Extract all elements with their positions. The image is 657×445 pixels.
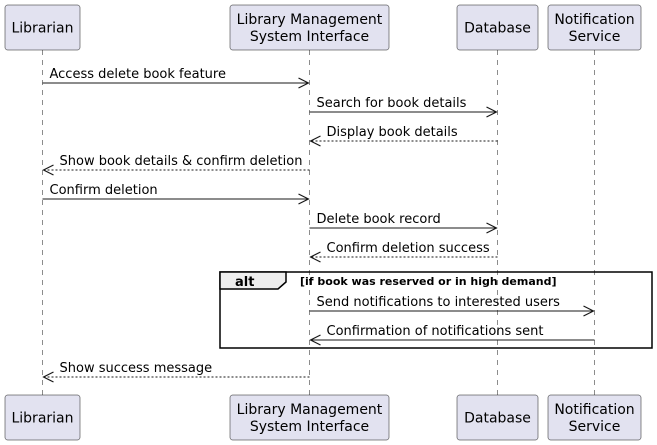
message-5: Confirm deletion	[42, 183, 309, 199]
participant-box	[4, 4, 81, 51]
message-8: Send notifications to interested users	[309, 295, 594, 311]
participant-label: Librarian	[11, 21, 73, 37]
alt-fragment-frame	[219, 271, 653, 349]
participant-top-database: Database	[456, 4, 539, 51]
message-10: Show success message	[44, 361, 310, 377]
message-label: Delete book record	[317, 212, 441, 227]
message-label: Confirm deletion success	[327, 241, 490, 256]
participant-box	[456, 4, 539, 51]
lifelines	[42, 50, 595, 395]
participant-bottom-librarian: Librarian	[4, 394, 81, 441]
participant-label: Library Management	[237, 402, 383, 418]
participant-label: Database	[464, 411, 531, 427]
participant-label: System Interface	[250, 419, 369, 435]
message-label: Confirmation of notifications sent	[327, 324, 544, 339]
message-7: Confirm deletion success	[311, 241, 498, 257]
participant-label: Database	[464, 21, 531, 37]
participant-label: Notification	[554, 402, 634, 418]
participant-box	[547, 4, 642, 51]
participant-box	[456, 394, 539, 441]
message-6: Delete book record	[309, 212, 497, 228]
message-label: Access delete book feature	[50, 67, 226, 82]
participant-box	[229, 4, 390, 51]
participant-label: System Interface	[250, 29, 369, 45]
message-label: Search for book details	[317, 96, 467, 111]
message-9: Confirmation of notifications sent	[311, 324, 595, 340]
message-4: Show book details & confirm deletion	[44, 154, 310, 170]
message-label: Confirm deletion	[50, 183, 158, 198]
participant-label: Service	[569, 419, 621, 435]
participant-label: Library Management	[237, 12, 383, 28]
message-label: Show success message	[60, 361, 213, 376]
participant-box	[4, 394, 81, 441]
participant-label: Notification	[554, 12, 634, 28]
message-2: Search for book details	[309, 96, 497, 112]
message-label: Send notifications to interested users	[317, 295, 561, 310]
alt-fragment: alt [if book was reserved or in high dema…	[219, 271, 653, 349]
participant-box	[229, 394, 390, 441]
message-1: Access delete book feature	[42, 67, 309, 83]
alt-fragment-guard: [if book was reserved or in high demand]	[300, 275, 557, 288]
message-3: Display book details	[311, 125, 498, 141]
message-label: Show book details & confirm deletion	[60, 154, 303, 169]
message-label: Display book details	[327, 125, 458, 140]
participant-top-librarian: Librarian	[4, 4, 81, 51]
alt-fragment-tab	[219, 271, 287, 290]
participant-box	[547, 394, 642, 441]
participant-bottom-database: Database	[456, 394, 539, 441]
alt-fragment-keyword: alt	[235, 275, 254, 290]
participant-label: Service	[569, 29, 621, 45]
participant-label: Librarian	[11, 411, 73, 427]
